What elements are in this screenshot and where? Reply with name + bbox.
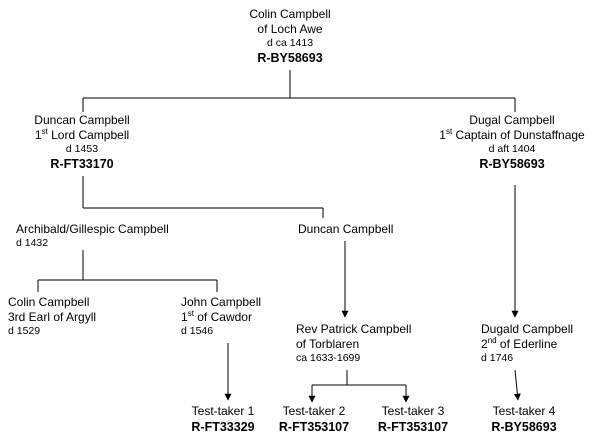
dates: d ca 1413 [266,37,314,49]
dates: ca 1633-1699 [296,352,361,364]
node-test-taker-3: Test-taker 3 R-FT353107 [378,404,448,435]
node-duncan2: Duncan Campbell [298,222,393,237]
name: John Campbell [181,295,262,309]
label: Test-taker 3 [381,404,445,418]
node-test-taker-1: Test-taker 1 R-FT33329 [191,404,254,435]
name: Duncan Campbell [298,222,394,236]
name: Archibald/Gillespic Campbell [16,222,169,236]
title: 3rd Earl of Argyll [8,310,97,324]
node-john-cawdor: John Campbell 1st of Cawdor d 1546 [181,295,261,338]
title: of Loch Awe [257,22,323,36]
dates: d 1746 [481,352,514,364]
title: 1st of Cawdor [181,309,252,325]
name: Dugal Campbell [469,113,555,127]
node-dugal: Dugal Campbell 1st Captain of Dunstaffna… [439,113,584,172]
haplogroup: R-BY58693 [257,51,323,65]
name: Colin Campbell [8,295,90,309]
node-patrick: Rev Patrick Campbell of Torblaren ca 163… [296,322,411,365]
node-test-taker-2: Test-taker 2 R-FT353107 [279,404,349,435]
dates: d 1432 [16,237,49,249]
node-test-taker-4: Test-taker 4 R-BY58693 [491,404,556,435]
dates: d 1546 [181,325,214,337]
haplogroup: R-FT353107 [377,420,449,434]
label: Test-taker 4 [492,404,556,418]
haplogroup: R-FT353107 [278,420,350,434]
title: 2nd of Ederline [481,336,558,352]
arrow-dugald-to-tt4 [513,369,521,401]
haplogroup: R-FT33329 [191,420,255,434]
name: Dugald Campbell [481,322,574,336]
node-duncan-lord: Duncan Campbell 1st Lord Campbell d 1453… [34,113,129,172]
node-colin-loch-awe: Colin Campbell of Loch Awe d ca 1413 R-B… [249,7,330,66]
label: Test-taker 2 [282,404,346,418]
name: Rev Patrick Campbell [296,322,412,336]
node-dugald: Dugald Campbell 2nd of Ederline d 1746 [481,322,573,365]
title: of Torblaren [296,337,360,351]
label: Test-taker 1 [191,404,255,418]
name: Duncan Campbell [34,113,130,127]
haplogroup: R-BY58693 [479,157,545,171]
name: Colin Campbell [249,7,331,21]
node-colin-argyll: Colin Campbell 3rd Earl of Argyll d 1529 [8,295,96,338]
title: 1st Captain of Dunstaffnage [439,127,585,143]
dates: d 1453 [65,143,99,155]
node-archibald: Archibald/Gillespic Campbell d 1432 [16,222,169,250]
dates: d 1529 [8,325,41,337]
haplogroup: R-BY58693 [491,420,557,434]
title: 1st Lord Campbell [34,127,130,143]
haplogroup: R-FT33170 [50,157,114,171]
dates: d aft 1404 [488,143,536,155]
